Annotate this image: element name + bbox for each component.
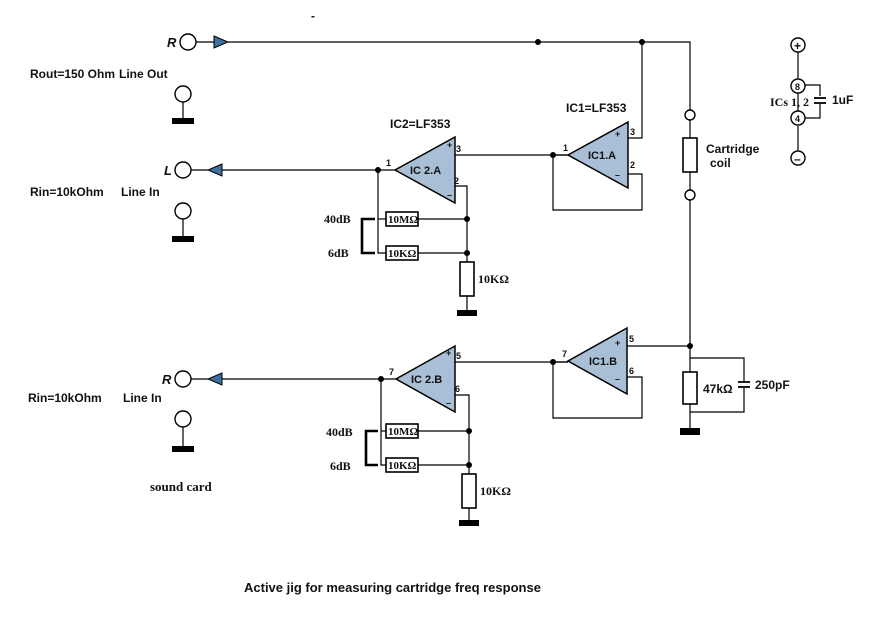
svg-text:7: 7 <box>562 349 567 359</box>
svg-text:sound card: sound card <box>150 479 213 494</box>
ic2-name: IC2=LF353 <box>390 117 451 131</box>
cartridge-coil: Cartridge coil <box>682 109 760 201</box>
jack-l-in: L <box>164 161 223 179</box>
supply-decoupling: + 8 4 – ICs 1, 2 1uF <box>770 37 853 166</box>
opamp-ic1a: IC1.A + – 1 3 2 <box>563 120 635 190</box>
opamp-ic2b: IC 2.B + – 7 5 6 <box>389 344 461 414</box>
svg-text:5: 5 <box>629 334 634 344</box>
svg-text:Rin=10kOhm: Rin=10kOhm <box>28 391 102 405</box>
jack-r-in: R <box>162 370 223 388</box>
svg-text:1uF: 1uF <box>832 93 853 107</box>
svg-text:8: 8 <box>795 82 800 92</box>
svg-text:5: 5 <box>456 351 461 361</box>
svg-text:Line In: Line In <box>123 391 162 405</box>
cartridge-load: 47kΩ 250pF <box>680 371 790 435</box>
svg-text:4: 4 <box>795 114 800 124</box>
svg-text:6: 6 <box>629 366 634 376</box>
svg-text:L: L <box>164 163 172 178</box>
svg-text:7: 7 <box>389 367 394 377</box>
opamp-ic1b: IC1.B + – 7 5 6 <box>562 326 634 396</box>
svg-text:10KΩ: 10KΩ <box>388 460 417 472</box>
svg-text:40dB: 40dB <box>326 425 353 439</box>
gain-network-bottom: 10MΩ 10KΩ 40dB 6dB 10KΩ <box>326 423 511 526</box>
svg-text:coil: coil <box>710 156 731 170</box>
svg-text:R: R <box>162 372 172 387</box>
jack-r-out: R <box>167 33 230 51</box>
svg-text:R: R <box>167 35 177 50</box>
svg-text:IC1.A: IC1.A <box>588 150 616 162</box>
svg-text:2: 2 <box>630 160 635 170</box>
svg-text:47kΩ: 47kΩ <box>703 382 733 396</box>
svg-text:Cartridge: Cartridge <box>706 142 760 156</box>
svg-text:2: 2 <box>454 176 459 186</box>
input-arrow-icon <box>206 163 223 177</box>
svg-text:3: 3 <box>456 144 461 154</box>
svg-text:250pF: 250pF <box>755 378 790 392</box>
svg-text:6dB: 6dB <box>328 246 349 260</box>
svg-text:+: + <box>447 140 452 150</box>
svg-text:Line In: Line In <box>121 185 160 199</box>
svg-text:ICs 1, 2: ICs 1, 2 <box>770 95 809 109</box>
minus-icon: – <box>794 152 801 166</box>
svg-text:Line Out: Line Out <box>119 67 168 81</box>
svg-text:–: – <box>615 374 620 384</box>
svg-text:10MΩ: 10MΩ <box>388 214 418 226</box>
wires <box>182 41 821 520</box>
output-arrow-icon <box>213 35 230 49</box>
caption: Active jig for measuring cartridge freq … <box>244 580 541 595</box>
junction-dots <box>375 39 693 468</box>
svg-text:–: – <box>615 170 620 180</box>
svg-text:Rin=10kOhm: Rin=10kOhm <box>30 185 104 199</box>
svg-text:1: 1 <box>563 143 568 153</box>
svg-text:1: 1 <box>386 158 391 168</box>
side-labels: Rout=150 Ohm Line Out Rin=10kOhm Line In… <box>28 67 213 494</box>
svg-text:–: – <box>447 190 452 200</box>
svg-text:–: – <box>446 398 451 408</box>
svg-text:40dB: 40dB <box>324 212 351 226</box>
stray-mark: - <box>311 9 315 23</box>
jack-grounds <box>172 85 194 452</box>
svg-text:10MΩ: 10MΩ <box>388 426 418 438</box>
svg-text:10KΩ: 10KΩ <box>478 272 509 286</box>
opamp-ic2a: IC 2.A + – 1 3 2 <box>386 135 461 205</box>
svg-text:IC 2.B: IC 2.B <box>411 374 442 386</box>
svg-text:+: + <box>615 338 620 348</box>
svg-text:IC 2.A: IC 2.A <box>410 165 441 177</box>
plus-icon: + <box>794 39 801 53</box>
gain-network-top: 10MΩ 10KΩ 40dB 6dB 10KΩ <box>324 211 509 316</box>
svg-text:10KΩ: 10KΩ <box>480 484 511 498</box>
svg-text:10KΩ: 10KΩ <box>388 248 417 260</box>
svg-text:Rout=150 Ohm: Rout=150 Ohm <box>30 67 115 81</box>
svg-text:3: 3 <box>630 127 635 137</box>
svg-text:+: + <box>446 348 451 358</box>
svg-text:+: + <box>615 129 620 139</box>
svg-text:6: 6 <box>455 384 460 394</box>
ic1-name: IC1=LF353 <box>566 101 627 115</box>
svg-text:IC1.B: IC1.B <box>589 356 617 368</box>
svg-text:6dB: 6dB <box>330 459 351 473</box>
input-arrow-icon <box>206 372 223 386</box>
